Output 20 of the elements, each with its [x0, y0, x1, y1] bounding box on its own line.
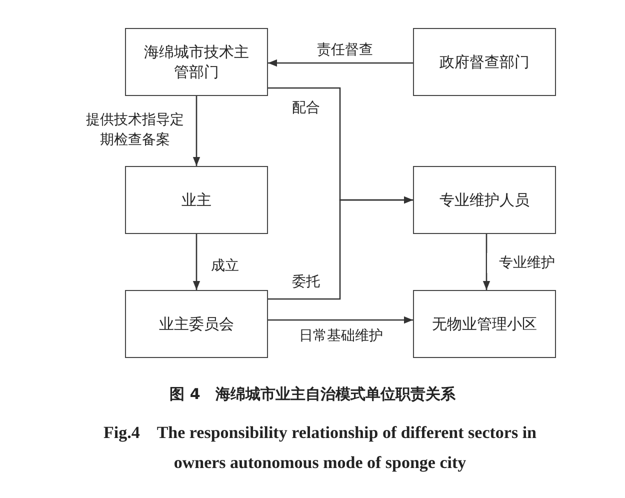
- process-box: [125, 28, 268, 96]
- process-box: [125, 166, 268, 234]
- box-label: 政府督查部门: [440, 52, 530, 72]
- process-box: [413, 290, 556, 358]
- arrow: [268, 59, 413, 67]
- process-box: [413, 166, 556, 234]
- process-box: [413, 28, 556, 96]
- process-box: [125, 290, 268, 358]
- arrow: [268, 316, 413, 324]
- box-label: 无物业管理小区: [432, 314, 537, 334]
- figure-caption: 图 4 海绵城市业主自治模式单位职责关系: [168, 384, 456, 405]
- box-label: 业主委员会: [159, 314, 234, 334]
- box-label: 海绵城市技术主管部门: [143, 42, 250, 82]
- figure-caption-english: Fig.4 The responsibility relationship of different sectors in owners autonomous mode of sponge city: [102, 422, 538, 474]
- arrow: [268, 196, 413, 300]
- arrow: [192, 234, 200, 290]
- arrow: [482, 234, 490, 290]
- box-label: 业主: [182, 190, 212, 210]
- arrow: [192, 96, 200, 166]
- box-label: 专业维护人员: [440, 190, 530, 210]
